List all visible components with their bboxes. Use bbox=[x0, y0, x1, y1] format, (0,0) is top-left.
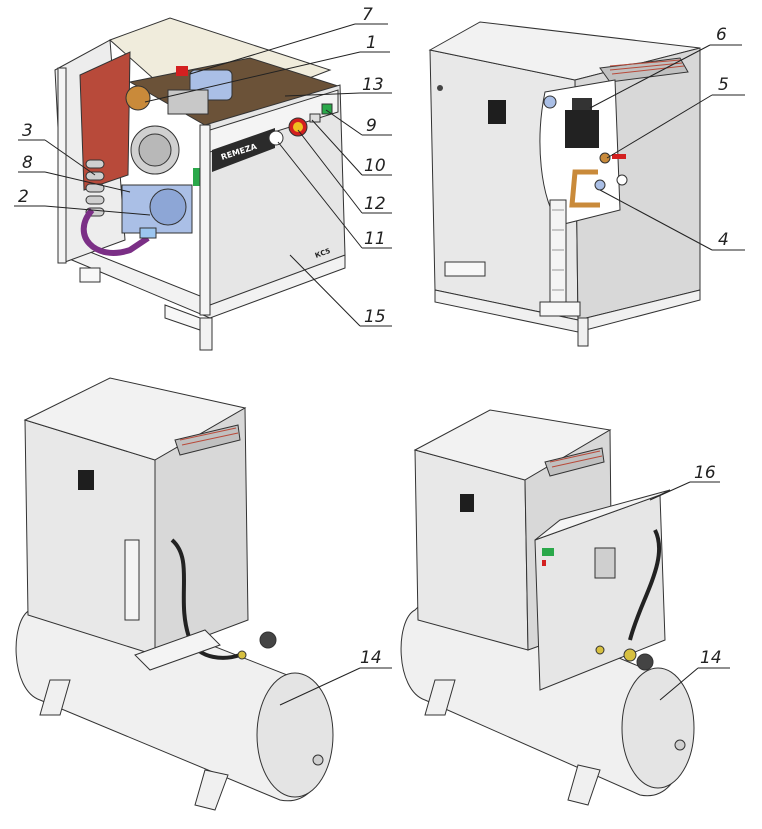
radiator bbox=[85, 159, 105, 217]
callout-1: 1 bbox=[366, 33, 377, 53]
view-open-compressor: REMEZA КС5 bbox=[54, 17, 346, 351]
callout-12: 12 bbox=[364, 194, 386, 214]
callout-7: 7 bbox=[362, 5, 373, 25]
rear-window bbox=[488, 100, 506, 124]
vent-panel bbox=[79, 51, 131, 191]
callout-14-left: 14 bbox=[360, 648, 382, 668]
view-receiver-mounted bbox=[15, 377, 334, 811]
logo-plate bbox=[212, 128, 275, 172]
display bbox=[309, 113, 321, 123]
callout-4: 4 bbox=[718, 230, 729, 250]
pressure-gauge bbox=[268, 130, 284, 146]
side-grille bbox=[549, 199, 567, 311]
filter-housing bbox=[565, 110, 599, 148]
view-rear-compressor bbox=[428, 21, 701, 347]
callout-15: 15 bbox=[364, 307, 386, 327]
callout-5: 5 bbox=[718, 75, 729, 95]
hose bbox=[80, 208, 150, 256]
copper-pipe bbox=[569, 169, 600, 208]
callout-14-right: 14 bbox=[700, 648, 722, 668]
callout-11: 11 bbox=[364, 229, 386, 249]
callout-9: 9 bbox=[366, 116, 377, 136]
top-grille bbox=[599, 57, 689, 83]
callouts: 7 1 13 9 10 12 11 15 3 8 2 6 bbox=[14, 5, 745, 706]
callout-2: 2 bbox=[18, 187, 29, 207]
callout-10: 10 bbox=[364, 156, 386, 176]
callout-16: 16 bbox=[694, 463, 716, 483]
callout-3: 3 bbox=[22, 121, 33, 141]
view-receiver-with-dryer bbox=[400, 409, 695, 806]
start-button[interactable] bbox=[321, 103, 333, 115]
callout-6: 6 bbox=[716, 25, 727, 45]
callout-8: 8 bbox=[22, 153, 33, 173]
flex-hose bbox=[170, 538, 241, 660]
callout-13: 13 bbox=[362, 75, 384, 95]
